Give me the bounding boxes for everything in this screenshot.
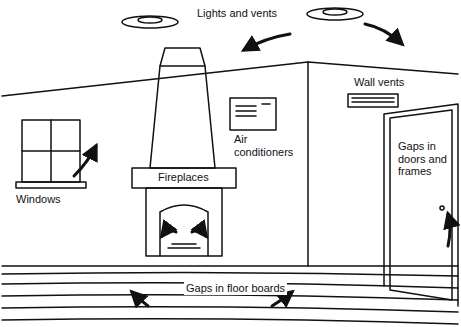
- vent-label: Wall vents: [352, 76, 406, 89]
- ceiling-label: Lights and vents: [195, 7, 279, 20]
- fireplace-label: Fireplaces: [156, 171, 211, 184]
- door-label: Gaps in doors and frames: [396, 140, 450, 178]
- floor-label: Gaps in floor boards: [184, 282, 287, 295]
- aircon-label: Air conditioners: [232, 133, 302, 158]
- window-label: Windows: [14, 193, 63, 206]
